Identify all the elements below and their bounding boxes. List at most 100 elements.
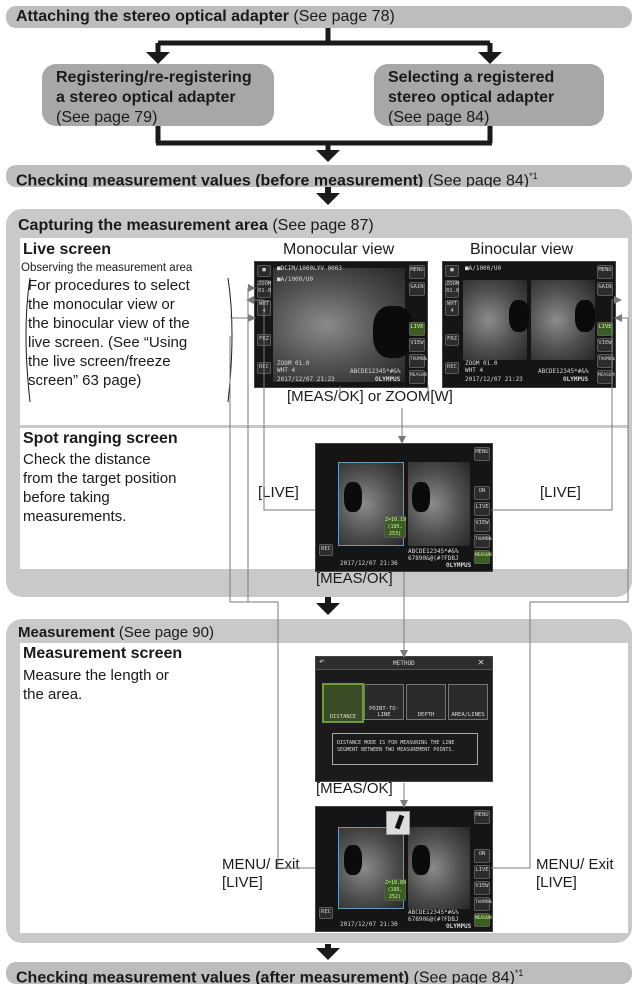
check-before-step: Checking measurement values (before meas… [6,165,632,187]
wht-indicator: WHT 4 [257,300,271,316]
note-line: the live screen/freeze [28,353,171,370]
menu-button[interactable]: MENU [474,447,490,461]
left-hole [509,300,529,332]
gain-button[interactable]: GAIN [597,282,613,296]
distance-readout: Z=10.19 (195, 253) [384,516,406,538]
live-button[interactable]: LIVE [409,322,425,336]
zoom-indicator: ZOOM 01.0 [445,280,459,298]
on-toggle[interactable]: ON [474,849,490,863]
live-button[interactable]: LIVE [597,322,613,336]
menu-exit-text: MENU/ Exit [536,856,614,873]
note-line: screen” 63 page) [28,372,142,389]
measure-button[interactable]: MEASURE [474,550,492,564]
check-after-title: Checking measurement values (after measu… [16,969,410,984]
menu-exit-text: MENU/ Exit [222,856,300,873]
measure-button[interactable]: MEASURE [409,370,427,384]
live-text: [LIVE] [536,874,577,891]
live-button[interactable]: LIVE [474,502,490,516]
screen-serial: ABCDE12345*#&% [350,368,401,375]
register-adapter-step: Registering/re-registering a stereo opti… [42,64,274,126]
freeze-button[interactable]: FRZ [257,334,271,346]
select-title-2: stereo optical adapter [388,89,555,106]
view-button[interactable]: VIEW [474,881,490,895]
thumbnail-button[interactable]: THUMBNAIL [474,534,492,548]
live-screen-note: For procedures to select the monocular v… [28,276,228,390]
freeze-button[interactable]: FRZ [445,334,459,346]
measurement-title-row: Measurement (See page 90) [18,624,214,642]
rec-button[interactable]: REC [319,907,333,919]
arrow-head [316,193,340,205]
measure-button[interactable]: MEASURE [597,370,615,384]
meas-zoom-label: [MEAS/OK] or ZOOM[W] [287,388,453,405]
view-button[interactable]: VIEW [597,338,613,352]
binocular-screenshot: ■A/1000/U0 ■ ZOOM 01.0 WHT 4 FRZ REC MEN… [442,261,616,388]
attach-adapter-ref: (See page 78) [293,8,395,25]
rec-button[interactable]: REC [319,544,333,556]
check-before-footnote: *1 [529,171,538,181]
check-before-ref: (See page 84) [427,172,530,187]
attach-adapter-step: Attaching the stereo optical adapter (Se… [6,6,632,28]
thumbnail-button[interactable]: THUMBNAIL [474,897,492,911]
capture-title-row: Capturing the measurement area (See page… [18,216,374,236]
menu-button[interactable]: MENU [597,265,613,279]
method-close-icon[interactable]: ✕ [478,657,485,668]
method-point-to-line-card[interactable]: POINT-TO-LINE [364,684,404,720]
live-text: [LIVE] [222,874,263,891]
measure-button[interactable]: MEASURE [474,913,492,927]
wht-indicator: WHT 4 [445,300,459,316]
screen-brand: OLYMPUS [446,562,472,569]
rec-button[interactable]: REC [445,362,459,374]
screen-serial: ABCDE12345*#&% [408,909,459,916]
method-header-title: METHOD [393,660,415,667]
arrow-head [316,948,340,960]
method-card-label: DISTANCE [329,714,357,720]
measurement-meas-ok-label: [MEAS/OK] [316,780,393,797]
view-button[interactable]: VIEW [474,518,490,532]
join-connector [155,126,493,152]
live-button[interactable]: LIVE [474,865,490,879]
monocular-screenshot: ■DCIM/1000LYV 0003 ■A/1000/U0 ■ ZOOM 01.… [254,261,428,388]
spot-ranging-desc: Check the distance from the target posit… [23,450,223,526]
on-toggle[interactable]: ON [474,486,490,500]
screen-brand: OLYMPUS [375,376,401,383]
note-line: For procedures to select [28,277,190,294]
folder-button[interactable]: ■ [445,265,459,277]
screen-wht: WHT 4 [465,367,484,374]
method-back-icon[interactable]: ↶ [319,657,325,667]
method-desc-line: DISTANCE MODE IS FOR MEASURING THE LINE [337,740,455,746]
view-button[interactable]: VIEW [409,338,425,352]
method-area-lines-card[interactable]: AREA/LINES [448,684,488,720]
z-coord-1: (195, [387,887,403,893]
screen-date: 2017/12/07 21:23 [465,376,523,383]
measurement-screen-title: Measurement screen [23,645,183,662]
rec-button[interactable]: REC [257,362,271,374]
screen-date: 2017/12/07 21:23 [277,376,335,383]
thumbnail-button[interactable]: THUMBNAIL [409,354,427,368]
monocular-view-label: Monocular view [283,241,395,258]
z-value: Z=10.89 [385,880,407,886]
measurement-desc: Measure the length or the area. [23,666,223,704]
z-coord-2: 252) [388,894,402,900]
live-screen-title: Live screen [23,241,112,258]
thumbnail-button[interactable]: THUMBNAIL [597,354,615,368]
screen-path-2: ■A/1000/U0 [277,276,314,283]
capture-ref: (See page 87) [272,217,374,234]
screen-brand: OLYMPUS [446,923,472,930]
check-before-title: Checking measurement values (before meas… [16,172,424,187]
menu-button[interactable]: MENU [474,810,490,824]
menu-button[interactable]: MENU [409,265,425,279]
gain-button[interactable]: GAIN [409,282,425,296]
spot-live-right-label: [LIVE] [540,484,581,501]
method-screenshot: ↶ METHOD ✕ DISTANCE POINT-TO-LINE DEPTH … [315,656,493,782]
method-depth-card[interactable]: DEPTH [406,684,446,720]
screen-path: ■A/1000/U0 [465,265,502,272]
folder-button[interactable]: ■ [257,265,271,277]
arrow-head [316,150,340,162]
note-line: live screen. (See “Using [28,334,188,351]
check-after-step: Checking measurement values (after measu… [6,962,632,984]
spot-ranging-title: Spot ranging screen [23,430,178,447]
menu-exit-left-label: MENU/ Exit [LIVE] [222,856,300,892]
method-distance-card[interactable]: DISTANCE [322,683,364,723]
select-ref: (See page 84) [388,109,490,126]
